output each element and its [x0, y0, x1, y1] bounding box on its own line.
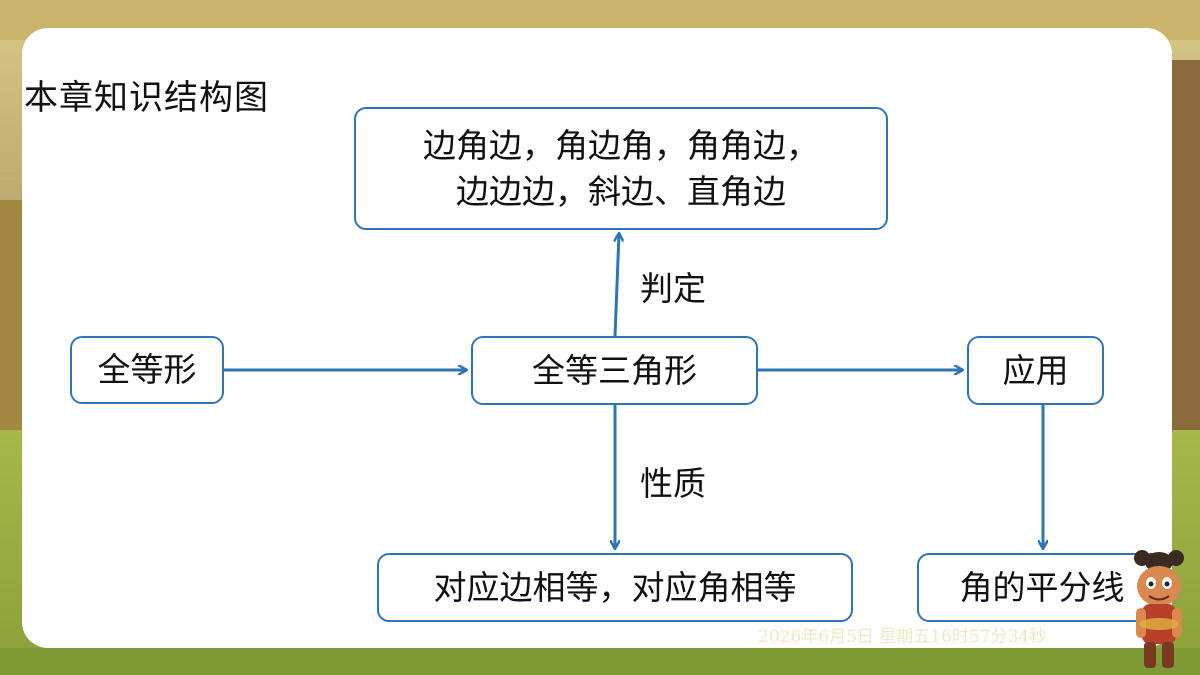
cartoon-character-illustration [1134, 550, 1184, 668]
application-label: 应用 [1002, 350, 1069, 390]
node-angle-bisector: 角的平分线 [917, 553, 1167, 622]
node-criteria: 边角边，角边角，角角边， 边边边，斜边、直角边 [354, 107, 888, 230]
properties-result-label: 对应边相等，对应角相等 [433, 567, 797, 607]
arrow-determination [613, 234, 619, 337]
criteria-line-2: 边边边，斜边、直角边 [456, 171, 786, 211]
page-title: 本章知识结构图 [24, 78, 269, 118]
node-congruent-triangles: 全等三角形 [471, 336, 758, 405]
angle-bisector-label: 角的平分线 [959, 567, 1125, 607]
congruent-figures-label: 全等形 [97, 350, 197, 389]
node-congruent-figures: 全等形 [70, 336, 224, 404]
node-properties-result: 对应边相等，对应角相等 [377, 553, 853, 622]
criteria-line-1: 边角边，角边角，角角边， [423, 125, 819, 165]
congruent-triangles-label: 全等三角形 [532, 350, 697, 390]
edge-label-determination: 判定 [640, 269, 706, 308]
node-application: 应用 [967, 336, 1104, 405]
timestamp-watermark: 2026年6月5日 星期五16时57分34秒 [758, 627, 1047, 647]
edge-label-property: 性质 [640, 464, 706, 503]
